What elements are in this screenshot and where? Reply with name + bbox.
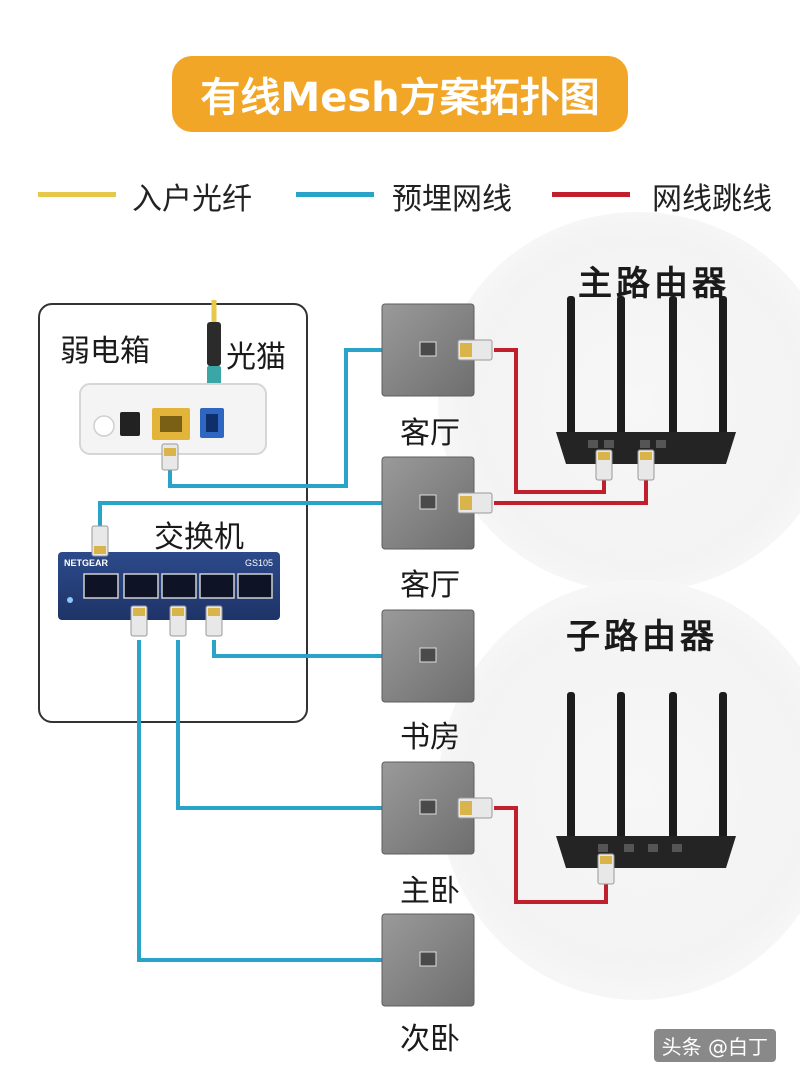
rj45-plug-modem — [161, 443, 179, 471]
wall-plate-second-bedroom — [381, 913, 475, 1007]
legend-patch-line — [552, 192, 630, 197]
switch-brand: NETGEAR — [64, 558, 109, 568]
wall-plate-study — [381, 609, 475, 703]
weak-current-box — [38, 303, 308, 723]
room-label-living-1: 客厅 — [400, 416, 460, 451]
network-switch: NETGEAR GS105 — [58, 552, 280, 620]
wall-plate-living-2 — [381, 456, 493, 550]
room-label-study: 书房 — [400, 720, 460, 755]
patch-living-1-to-main-router — [494, 348, 606, 494]
room-label-living-2: 客厅 — [400, 568, 460, 603]
rj45-plug-switch-port-4 — [205, 605, 223, 637]
cable-modem-to-living-1 — [168, 348, 382, 488]
rj45-plug-switch-uplink — [91, 525, 109, 557]
diagram-title: 有线Mesh方案拓扑图 — [172, 56, 628, 132]
wall-plate-living-1 — [381, 303, 493, 397]
room-label-master-bedroom: 主卧 — [400, 874, 460, 909]
room-label-second-bedroom: 次卧 — [400, 1022, 460, 1057]
patch-living-2-to-main-router — [494, 478, 648, 505]
footer-credit: 头条 @白丁 — [653, 1029, 776, 1062]
cable-switch-to-study — [212, 640, 382, 658]
weak-box-label: 弱电箱 — [60, 334, 150, 369]
rj45-plug-switch-port-2 — [130, 605, 148, 637]
legend-fiber-line — [38, 192, 116, 197]
legend-fiber-label: 入户光纤 — [132, 182, 252, 217]
main-router-label: 主路由器 — [578, 264, 730, 304]
cable-switch-to-living-2 — [98, 501, 382, 540]
main-router — [556, 296, 736, 481]
cable-switch-to-master-bedroom — [176, 640, 382, 810]
modem-label: 光猫 — [226, 340, 286, 375]
fiber-connector-tip — [207, 366, 221, 388]
wall-plate-master-bedroom — [381, 761, 493, 855]
patch-master-to-sub-router — [494, 806, 608, 904]
sub-router — [556, 692, 736, 885]
switch-model: GS105 — [245, 558, 273, 568]
fiber-connector — [207, 322, 221, 366]
rj45-plug-switch-port-3 — [169, 605, 187, 637]
sub-router-label: 子路由器 — [566, 617, 718, 657]
legend-cable-line — [296, 192, 374, 197]
cable-switch-to-second-bedroom — [137, 640, 382, 962]
optical-modem — [79, 383, 267, 455]
legend-patch-label: 网线跳线 — [652, 182, 772, 217]
legend-cable-label: 预埋网线 — [392, 182, 512, 217]
switch-label: 交换机 — [154, 520, 244, 555]
